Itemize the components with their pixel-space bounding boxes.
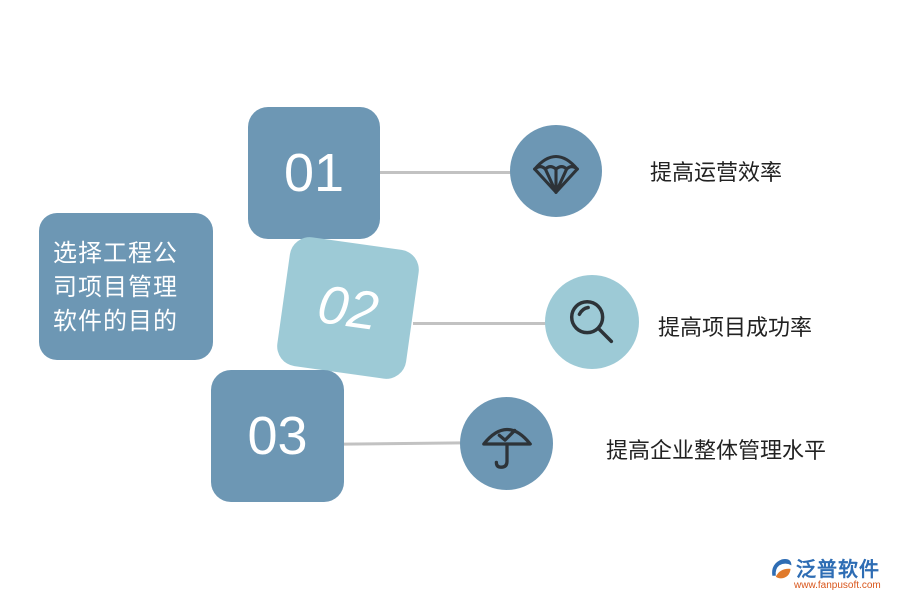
number-box-03: 03 bbox=[211, 370, 344, 502]
umbrella-check-icon bbox=[481, 427, 532, 469]
number-box-02: 02 bbox=[274, 234, 422, 382]
center-title-box: 选择工程公司项目管理软件的目的 bbox=[39, 213, 213, 360]
parachute-icon bbox=[533, 154, 579, 194]
connector-line-01 bbox=[380, 171, 512, 174]
goal-label-02: 提高项目成功率 bbox=[658, 316, 813, 341]
icon-circle-02 bbox=[545, 275, 639, 369]
magnifier-icon bbox=[569, 299, 614, 344]
connector-line-02 bbox=[413, 322, 547, 325]
brand-name: 泛普软件 bbox=[796, 557, 880, 581]
number-01: 01 bbox=[283, 143, 345, 203]
goal-label-03: 提高企业整体管理水平 bbox=[606, 439, 827, 464]
number-02: 02 bbox=[314, 274, 382, 342]
icon-circle-03 bbox=[460, 397, 553, 490]
number-03: 03 bbox=[247, 406, 308, 466]
connector-line-03 bbox=[343, 441, 463, 446]
brand-url: www.fanpusoft.com bbox=[794, 580, 881, 591]
number-box-01: 01 bbox=[248, 107, 380, 239]
goal-label-01: 提高运营效率 bbox=[650, 161, 783, 186]
icon-circle-01 bbox=[510, 125, 602, 217]
fanpu-logo-icon bbox=[768, 555, 794, 581]
center-title: 选择工程公司项目管理软件的目的 bbox=[53, 238, 178, 335]
brand-watermark: 泛普软件 www.fanpusoft.com bbox=[768, 553, 896, 597]
